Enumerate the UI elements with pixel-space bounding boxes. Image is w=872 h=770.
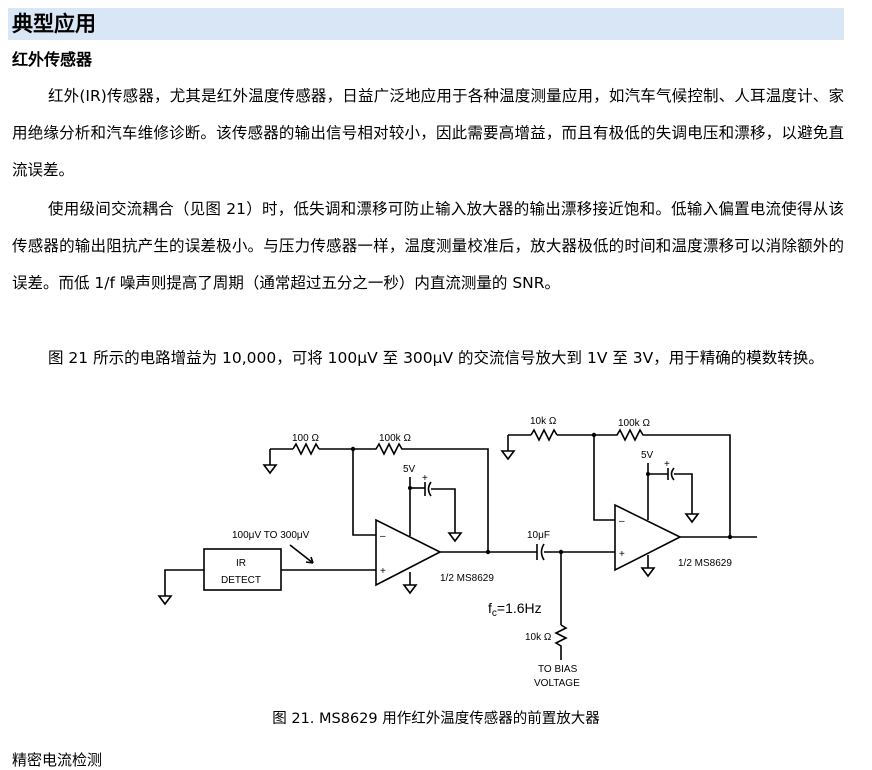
ground-symbol-5 [500, 435, 516, 461]
ground-symbol-4 [157, 595, 173, 606]
resistor-10k-bias [554, 624, 568, 660]
subsection-title: 红外传感器 [12, 50, 93, 69]
label-r4: 100k Ω [618, 418, 650, 429]
coupling-capacitor [540, 543, 545, 561]
section-title: 典型应用 [12, 12, 96, 36]
label-supply-1: 5V [403, 464, 416, 475]
resistor-100k-ohm-1 [353, 442, 489, 552]
label-amp-1: 1/2 MS8629 [440, 573, 494, 584]
ground-symbol-3 [402, 584, 418, 595]
label-cap-plus-2: + [664, 459, 670, 470]
supply-capacitor-1 [427, 481, 432, 497]
input-arrow [289, 544, 314, 564]
section-header-bar [8, 8, 844, 40]
op-amp-1 [375, 518, 442, 587]
next-section-title-partial: 精密电流检测 [12, 751, 103, 769]
label-ir-2: DETECT [221, 575, 261, 586]
figure-caption: 图 21. MS8629 用作红外温度传感器的前置放大器 [272, 711, 600, 727]
resistor-100k-ohm-2 [594, 428, 731, 537]
label-r3: 10k Ω [530, 416, 557, 427]
circuit-diagram: 100 Ω 100k Ω 10k Ω 100k Ω 5V 5V + + 100μ… [157, 416, 757, 689]
label-input-range: 100μV TO 300μV [232, 530, 310, 541]
supply-capacitor-2 [670, 467, 675, 481]
ground-symbol-1 [262, 449, 278, 475]
label-supply-2: 5V [641, 450, 654, 461]
label-amp-2: 1/2 MS8629 [678, 558, 732, 569]
paragraph-3: 图 21 所示的电路增益为 10,000，可将 100μV 至 300μV 的交… [48, 349, 824, 367]
label-bias-2: VOLTAGE [534, 678, 580, 689]
ground-symbol-2 [447, 532, 463, 543]
paragraph-2: 使用级间交流耦合（见图 21）时，低失调和漂移可防止输入放大器的输出漂移接近饱和… [12, 200, 844, 292]
label-minus-2: – [619, 516, 625, 527]
label-minus-1: – [380, 531, 386, 542]
label-r5: 10k Ω [525, 632, 552, 643]
resistor-10k-ohm [530, 428, 558, 442]
ground-symbol-7 [640, 567, 656, 578]
label-cutoff-frequency: fc=1.6Hz [488, 600, 542, 619]
label-cap: 10μF [527, 530, 550, 541]
resistor-100-ohm [292, 442, 320, 456]
label-ir-1: IR [236, 558, 246, 569]
label-bias-1: TO BIAS [538, 664, 578, 675]
ground-symbol-6 [684, 513, 700, 524]
label-plus-in-1: + [380, 566, 386, 577]
label-cap-plus-1: + [422, 473, 428, 484]
label-plus-in-2: + [619, 549, 625, 560]
op-amp-2 [614, 503, 682, 572]
paragraph-1: 红外(IR)传感器，尤其是红外温度传感器，日益广泛地应用于各种温度测量应用，如汽… [12, 87, 844, 179]
label-r2: 100k Ω [379, 433, 411, 444]
label-r1: 100 Ω [292, 433, 319, 444]
